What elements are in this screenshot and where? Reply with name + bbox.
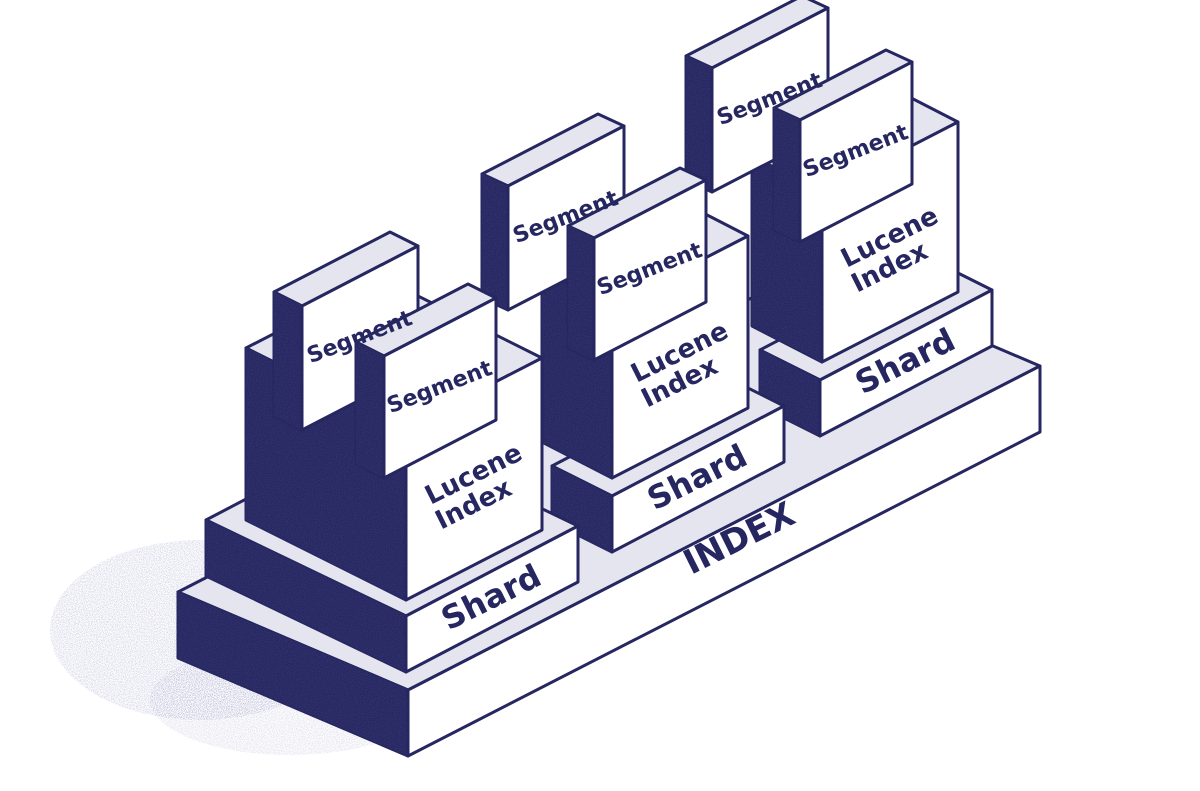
stack-3-shard-block-front-face [818,288,994,438]
stack-3-segment-2 [772,48,914,244]
stack-2-segment-2-front-face [592,178,708,362]
stack-3-segment-1-side-grain [686,56,712,192]
stack-2-shard-block-front-face [610,404,786,554]
stack-2-shard-block-side-grain [552,466,612,552]
stack-3-segment-2-front-face [798,60,914,244]
stack-1-shard-block-front-face [404,524,580,674]
stack-2-segment-2 [566,166,708,362]
stack-3-shard-block-side-grain [760,350,820,436]
stack-1-segment-1-side-grain [274,292,302,430]
stack-3-segment-2-side-grain [774,108,800,242]
index-slab-front-face [406,364,1042,758]
stack-1-segment-1 [272,230,420,432]
stack-1-segment-2 [354,282,498,480]
stack-2-segment-1-side-grain [482,174,508,310]
stack-1-segment-2-side-grain [356,342,384,478]
stack-1-segment-2-front-face [382,296,498,480]
stack-1-shard-block-side-grain [206,520,406,672]
block-stack [176,0,1042,758]
index-slab-side-grain [178,592,408,756]
stack-2-segment-2-side-grain [568,226,594,360]
